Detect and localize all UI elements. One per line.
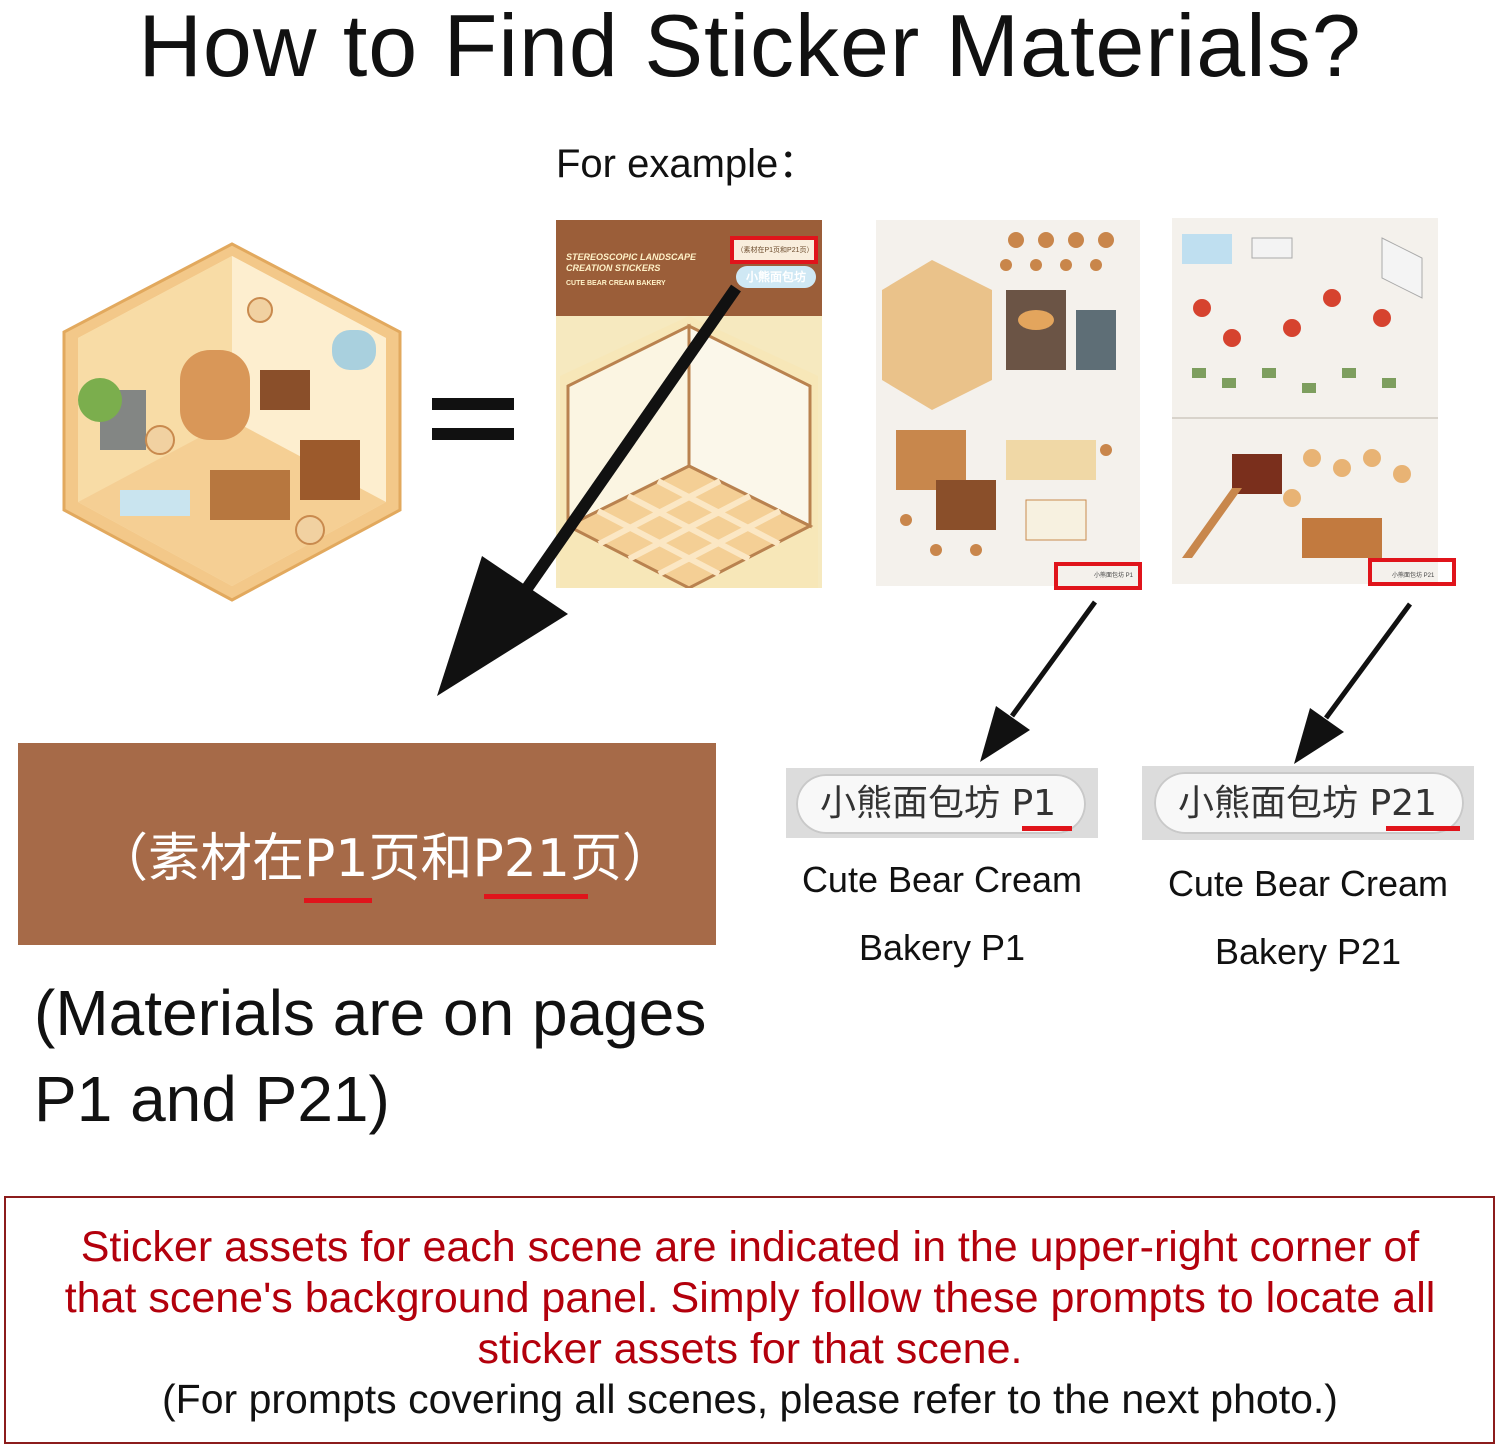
sheet-p1-highlight <box>1054 562 1142 590</box>
sticker-sheet-p21-code: 小熊面包坊 P21 <box>1392 573 1435 579</box>
panel-subtitle: CUTE BEAR CREAM BAKERY <box>566 280 666 287</box>
materials-label-cn: （素材在P1页和P21页） <box>96 829 674 889</box>
sticker-sheet-p1-art <box>882 232 1116 556</box>
materials-note: (Materials are on pages P1 and P21) <box>34 977 707 1135</box>
instruction-box <box>4 1196 1495 1444</box>
instruction-text: Sticker assets for each scene are indica… <box>64 1223 1436 1373</box>
sticker-sheet-p1: 小熊面包坊 P1 <box>876 220 1140 586</box>
caption-p21-line1: Cute Bear Cream <box>1167 863 1449 904</box>
caption-p1-line2: Bakery P1 <box>858 927 1026 968</box>
panel-logo: 小熊面包坊 <box>736 266 816 288</box>
bakery-diorama-image <box>62 242 402 602</box>
panel-title-line2: CREATION STICKERS <box>566 263 661 273</box>
sticker-sheet-p21-art <box>1172 234 1438 558</box>
instruction-footnote: (For prompts covering all scenes, please… <box>162 1376 1338 1422</box>
sheet-p21-highlight <box>1368 558 1456 586</box>
page-title: How to Find Sticker Materials? <box>138 0 1362 95</box>
example-label: For example： <box>556 142 819 186</box>
tag-p1-text: 小熊面包坊 P1 <box>820 783 1057 824</box>
panel-room-art <box>560 316 818 588</box>
panel-title-line1: STEREOSCOPIC LANDSCAPE <box>566 252 697 262</box>
tag-image-p21: 小熊面包坊 P21 <box>1142 766 1474 840</box>
materials-label-box <box>18 743 716 945</box>
panel-page-tag: （素材在P1页和P21页） <box>734 240 816 262</box>
sticker-sheet-p21: 小熊面包坊 P21 <box>1172 218 1438 584</box>
equals-icon <box>432 392 514 448</box>
caption-p1-line1: Cute Bear Cream <box>801 859 1083 900</box>
caption-p21: Cute Bear Cream Bakery P21 <box>1128 850 1488 986</box>
caption-p21-line2: Bakery P21 <box>1214 931 1402 972</box>
underline-p21 <box>484 894 588 899</box>
underline-p1 <box>304 898 372 903</box>
panel-tag-highlight <box>730 236 818 264</box>
background-panel-image: STEREOSCOPIC LANDSCAPE CREATION STICKERS… <box>556 220 822 588</box>
tag-p21-text: 小熊面包坊 P21 <box>1178 783 1437 824</box>
tag-p21-underline <box>1386 826 1460 831</box>
caption-p1: Cute Bear Cream Bakery P1 <box>762 846 1122 982</box>
tag-p1-underline <box>1022 826 1072 831</box>
sticker-sheet-p1-code: 小熊面包坊 P1 <box>1094 573 1134 579</box>
